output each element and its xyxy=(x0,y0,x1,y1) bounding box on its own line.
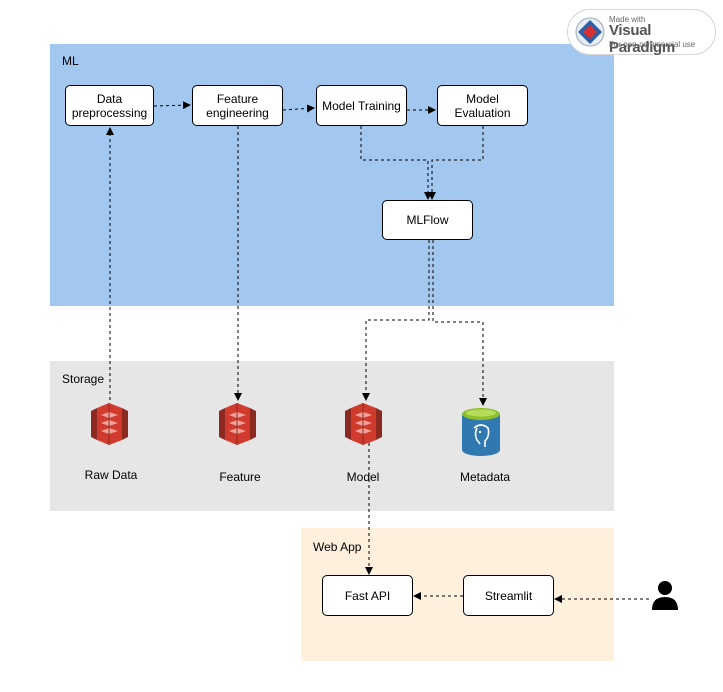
model-training-node[interactable]: Model Training xyxy=(316,85,407,126)
feature-s3-icon xyxy=(218,402,257,446)
webapp-zone-title: Web App xyxy=(313,540,362,554)
data-preprocessing-node[interactable]: Data preprocessing xyxy=(65,85,154,126)
storage-zone-title: Storage xyxy=(62,372,105,386)
metadata-label: Metadata xyxy=(459,470,511,484)
user-icon xyxy=(652,581,678,610)
feature-label: Feature xyxy=(219,470,261,484)
visual-paradigm-badge: Made with Visual Paradigm For non-commer… xyxy=(567,9,716,56)
feature-engineering-node[interactable]: Feature engineering xyxy=(192,85,283,126)
raw-data-s3-icon xyxy=(90,402,129,446)
edge-training-to-mlflow xyxy=(360,126,432,200)
edge-feature-to-training xyxy=(282,104,315,113)
fast-api-node[interactable]: Fast API xyxy=(322,575,413,616)
badge-brand-name: Visual Paradigm xyxy=(609,22,675,56)
visual-paradigm-logo-icon xyxy=(575,17,605,47)
ml-zone-title: ML xyxy=(62,54,79,68)
model-s3-icon xyxy=(344,402,383,446)
edge-preprocessing-to-feature xyxy=(153,101,191,110)
streamlit-node[interactable]: Streamlit xyxy=(463,575,554,616)
model-evaluation-node[interactable]: Model Evaluation xyxy=(437,85,528,126)
storage-zone xyxy=(50,361,614,511)
edge-evaluation-to-mlflow xyxy=(428,126,484,200)
model-label: Model xyxy=(346,470,380,484)
raw-data-label: Raw Data xyxy=(84,468,138,482)
badge-subtitle: For non-commercial use xyxy=(609,40,696,49)
edge-mlflow-to-model xyxy=(362,240,430,401)
mlflow-node[interactable]: MLFlow xyxy=(382,200,473,240)
badge-made-with: Made with xyxy=(609,15,646,24)
metadata-postgres-icon xyxy=(462,408,500,456)
